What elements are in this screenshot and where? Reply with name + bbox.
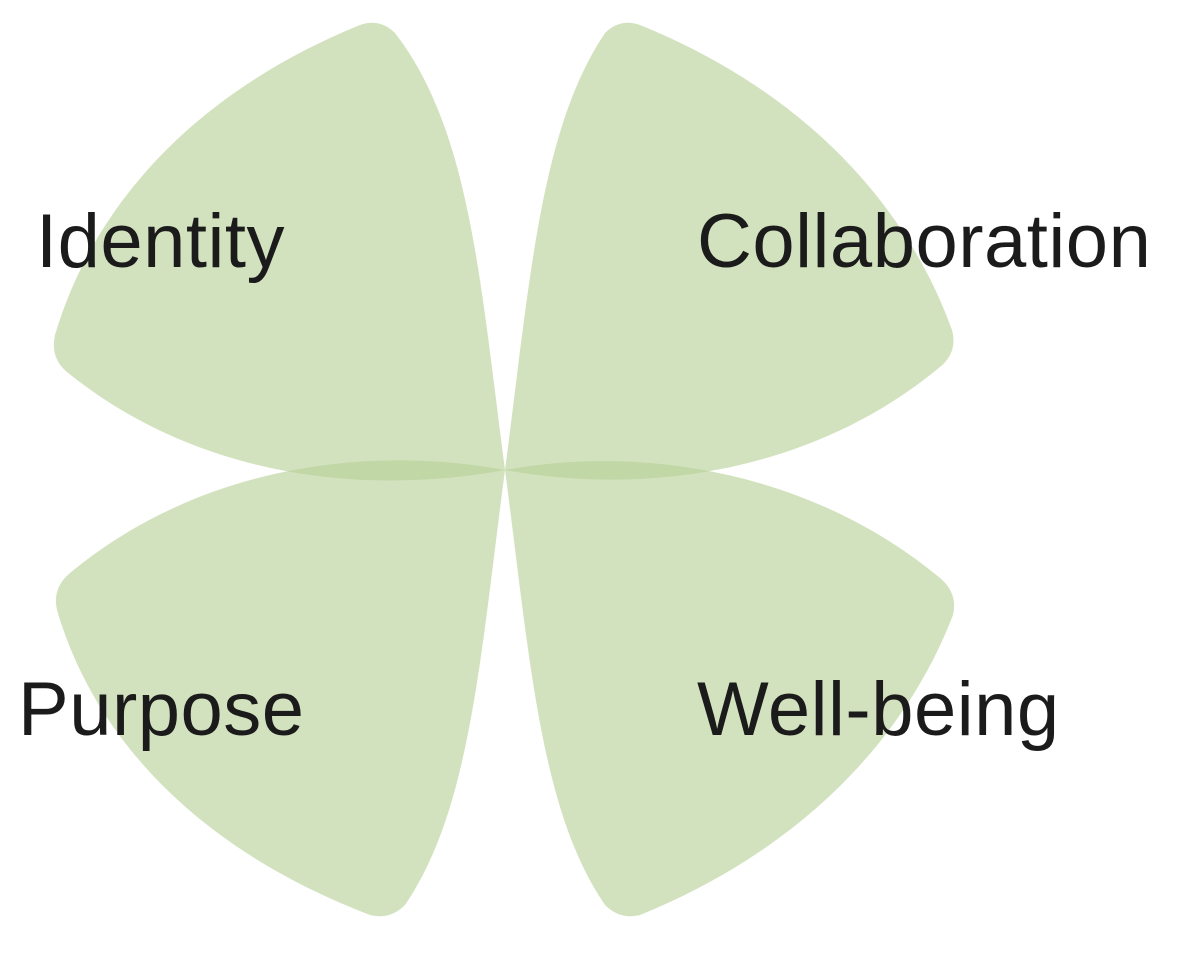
petal-collaboration: [505, 22, 954, 480]
petal-wellbeing: [505, 461, 955, 917]
petal-label-purpose: Purpose: [18, 667, 305, 752]
petal-label-identity: Identity: [36, 199, 286, 284]
petal-label-wellbeing: Well-being: [697, 667, 1060, 752]
petal-label-collaboration: Collaboration: [697, 199, 1152, 284]
petal-identity: [53, 22, 505, 481]
petal-purpose: [55, 460, 505, 917]
